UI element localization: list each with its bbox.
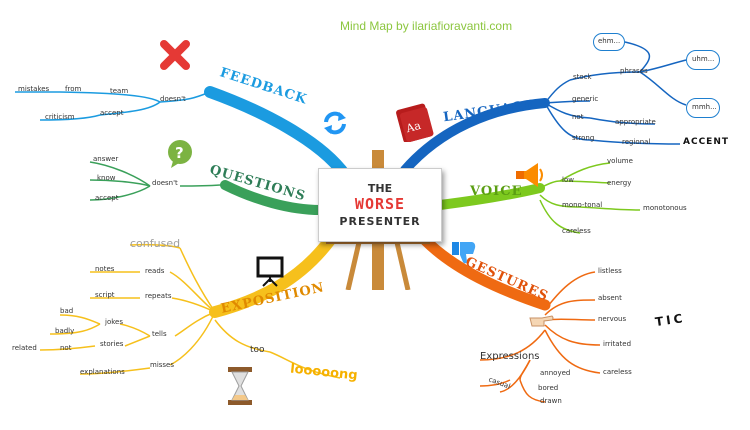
pointing-hand-icon: [528, 312, 554, 330]
voice-title: VOICE: [470, 184, 523, 199]
gestures-drawn: drawn: [540, 397, 562, 405]
questions-accept: accept: [95, 194, 119, 202]
exposition-too: too: [250, 345, 265, 355]
projector-screen-icon: [255, 255, 285, 287]
feedback-mistakes: mistakes: [18, 85, 50, 93]
exposition-confused: confused: [130, 237, 181, 250]
questions-doesnt: doesn't: [152, 179, 178, 187]
dictionary-icon: Aa: [395, 102, 435, 143]
exposition-repeats: repeats: [145, 292, 172, 300]
language-strong: strong: [572, 134, 595, 142]
feedback-main-branch: [204, 86, 351, 181]
refresh-arrows-icon: [322, 110, 348, 136]
bubble-ehm: [593, 33, 625, 51]
feedback-accept: accept: [100, 109, 124, 117]
voice-mono-tonal: mono-tonal: [562, 201, 603, 209]
gestures-absent: absent: [598, 294, 622, 302]
center-line2: WORSE: [354, 195, 406, 213]
exposition-tells: tells: [152, 330, 167, 338]
gestures-irritated: irritated: [603, 340, 632, 348]
feedback-team: team: [110, 87, 129, 95]
center-line3: PRESENTER: [339, 215, 421, 228]
voice-careless: careless: [562, 227, 591, 235]
language-stock: stock: [573, 73, 592, 81]
credit-text: Mind Map by ilariafioravanti.com: [340, 19, 513, 33]
questions-main-branch: [220, 180, 325, 215]
bubble-mmh: [686, 98, 720, 118]
language-not: not: [572, 113, 584, 121]
question-mark-icon: ?: [165, 138, 195, 168]
language-generic: generic: [572, 95, 599, 103]
language-appropriate: appropriate: [615, 118, 656, 126]
questions-answer: answer: [93, 155, 119, 163]
thumbs-down-icon: [450, 240, 478, 266]
voice-main-branch: [435, 183, 545, 210]
exposition-script: script: [95, 291, 115, 299]
center-card: THE WORSE PRESENTER: [318, 168, 442, 242]
gestures-careless: careless: [603, 368, 632, 376]
language-main-branch: [400, 98, 550, 175]
exposition-explanations: explanations: [80, 368, 125, 376]
gestures-expressions: Expressions: [480, 351, 540, 362]
exposition-badly: badly: [55, 327, 75, 335]
svg-text:?: ?: [175, 144, 184, 162]
voice-energy: energy: [607, 179, 632, 187]
exposition-stories: stories: [100, 340, 124, 348]
exposition-notes: notes: [95, 265, 115, 273]
gestures-nervous: nervous: [598, 315, 627, 323]
gestures-annoyed: annoyed: [540, 369, 571, 377]
language-uhm: uhm...: [692, 55, 715, 63]
exposition-reads: reads: [145, 267, 165, 275]
gestures-main-branch: [419, 234, 551, 311]
hourglass-icon: [225, 365, 255, 407]
feedback-criticism: criticism: [45, 113, 75, 121]
voice-volume: volume: [607, 157, 633, 165]
voice-low: low: [562, 176, 574, 184]
questions-know: know: [97, 174, 116, 182]
exposition-bad: bad: [60, 307, 74, 315]
language-phrases: phrases: [620, 67, 648, 75]
exposition-jokes: jokes: [105, 318, 123, 326]
gestures-listless: listless: [598, 267, 622, 275]
language-accent: ACCENT: [683, 137, 729, 147]
feedback-doesnt: doesn't: [160, 95, 186, 103]
megaphone-icon: [512, 160, 544, 190]
exposition-related: related: [12, 344, 37, 352]
exposition-not: not: [60, 344, 72, 352]
language-ehm: ehm...: [598, 37, 621, 45]
red-x-icon: [160, 40, 190, 70]
center-line1: THE: [367, 182, 393, 195]
exposition-main-branch: [209, 234, 336, 318]
bubble-uhm: [686, 50, 720, 70]
language-mmh: mmh...: [692, 103, 717, 111]
feedback-from: from: [65, 85, 82, 93]
exposition-misses: misses: [150, 361, 175, 369]
language-regional: regional: [622, 138, 651, 146]
voice-monotonous: monotonous: [643, 204, 687, 212]
gestures-bored: bored: [538, 384, 559, 392]
svg-text:Aa: Aa: [404, 119, 423, 136]
